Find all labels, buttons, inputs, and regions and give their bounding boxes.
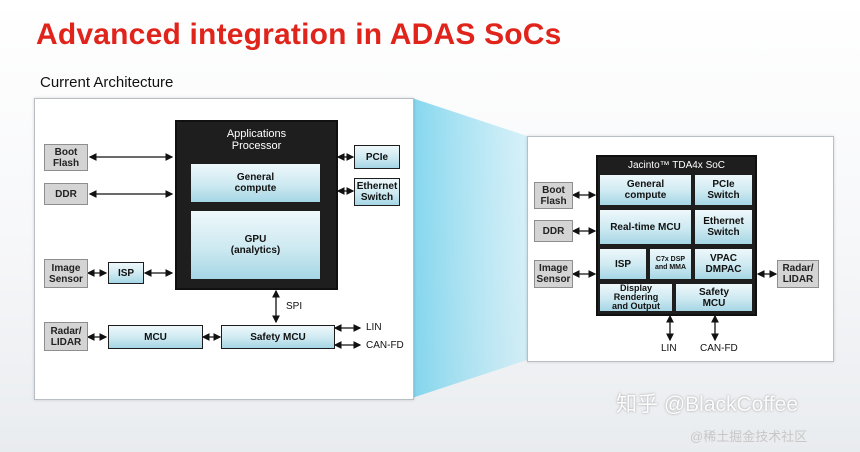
ethernet-switch-block: Ethernet Switch bbox=[354, 178, 400, 206]
radar-lidar-block: Radar/ LIDAR bbox=[44, 322, 88, 351]
mcu-block: MCU bbox=[108, 325, 203, 349]
boot-flash-block-soc: Boot Flash bbox=[534, 182, 573, 209]
juejin-watermark: @稀土掘金技术社区 bbox=[690, 429, 808, 444]
soc-display-block: Display Rendering and Output bbox=[599, 283, 673, 312]
isp-block: ISP bbox=[108, 262, 144, 284]
gpu-block: GPU (analytics) bbox=[190, 210, 321, 280]
slide-title: Advanced integration in ADAS SoCs bbox=[36, 18, 562, 51]
soc-lin-label: LIN bbox=[661, 343, 677, 354]
soc-general-compute-block: General compute bbox=[599, 174, 692, 206]
ddr-block-soc: DDR bbox=[534, 220, 573, 242]
soc-title: Jacinto™ TDA4x SoC bbox=[627, 160, 726, 171]
soc-isp-block: ISP bbox=[599, 248, 647, 280]
can-fd-label: CAN-FD bbox=[366, 340, 404, 351]
zhihu-watermark: 知乎 @BlackCoffee bbox=[616, 393, 798, 416]
ddr-block: DDR bbox=[44, 183, 88, 205]
general-compute-block: General compute bbox=[190, 163, 321, 203]
spi-label: SPI bbox=[286, 301, 303, 312]
soc-vpac-dmpac-block: VPAC DMPAC bbox=[694, 248, 753, 280]
soc-realtime-mcu-block: Real-time MCU bbox=[599, 209, 692, 245]
pcie-block: PCIe bbox=[354, 145, 400, 169]
applications-processor-title: Applications Processor bbox=[226, 128, 287, 152]
image-sensor-block-soc: Image Sensor bbox=[534, 260, 573, 288]
soc-safety-mcu-block: Safety MCU bbox=[675, 283, 753, 312]
soc-can-fd-label: CAN-FD bbox=[700, 343, 738, 354]
soc-ethernet-switch-block: Ethernet Switch bbox=[694, 209, 753, 245]
boot-flash-block: Boot Flash bbox=[44, 144, 88, 171]
soc-pcie-switch-block: PCIe Switch bbox=[694, 174, 753, 206]
section-subtitle: Current Architecture bbox=[40, 74, 174, 91]
image-sensor-block: Image Sensor bbox=[44, 259, 88, 288]
radar-lidar-block-soc: Radar/ LIDAR bbox=[777, 260, 819, 288]
safety-mcu-block: Safety MCU bbox=[221, 325, 335, 349]
lin-label: LIN bbox=[366, 322, 382, 333]
soc-c7x-dsp-block: C7x DSP and MMA bbox=[649, 248, 692, 280]
